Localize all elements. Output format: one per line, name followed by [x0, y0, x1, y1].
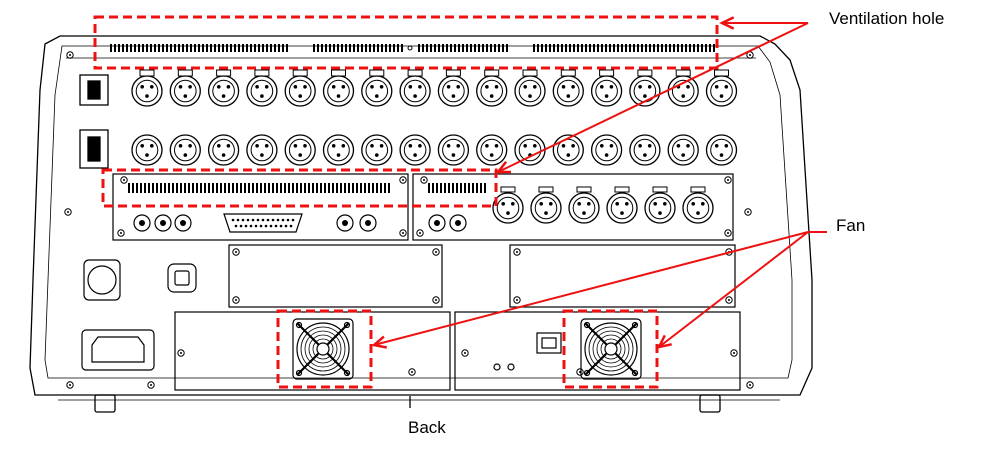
- screw-icon: [416, 229, 424, 237]
- power-switch-icon: [79, 129, 109, 169]
- xlr-connector-icon: [552, 75, 584, 107]
- screw-icon: [576, 368, 584, 376]
- screw-icon: [66, 381, 74, 389]
- xlr-connector-icon: [514, 134, 546, 166]
- xlr-connector-icon: [207, 134, 240, 166]
- d-sub-connector-icon: [223, 213, 303, 233]
- screw-icon: [232, 296, 240, 304]
- xlr-connector-icon: [667, 75, 699, 107]
- screw-icon: [232, 248, 240, 256]
- xlr-card-right: [492, 186, 714, 224]
- xlr-connector-icon: [169, 75, 201, 107]
- xlr-connector-icon: [629, 134, 661, 166]
- foot-right: [699, 394, 721, 413]
- xlr-connector-icon: [322, 134, 355, 166]
- xlr-connector-icon: [606, 192, 638, 224]
- xlr-connector-icon: [667, 134, 699, 166]
- xlr-connector-icon: [399, 134, 431, 166]
- xlr-connector-icon: [552, 134, 584, 166]
- xlr-row-middle: [131, 134, 738, 166]
- bnc-connector-icon: [154, 214, 172, 232]
- ethernet-port-icon: [536, 332, 562, 354]
- xlr-connector-icon: [437, 134, 470, 166]
- xlr-connector-icon: [246, 75, 278, 107]
- xlr-power-connector-icon: [83, 259, 121, 301]
- xlr-connector-icon: [705, 75, 738, 107]
- xlr-connector-icon: [246, 134, 278, 166]
- screw-icon: [177, 349, 185, 357]
- callouts: [93, 15, 827, 389]
- screw-icon: [432, 296, 440, 304]
- xlr-connector-icon: [361, 134, 393, 166]
- xlr-connector-icon: [492, 192, 524, 224]
- screw-icon: [746, 381, 754, 389]
- xlr-connector-icon: [322, 75, 355, 107]
- screw-icon: [724, 176, 732, 184]
- bnc-connector-icon: [359, 214, 377, 232]
- xlr-connector-icon: [437, 75, 470, 107]
- xlr-connector-icon: [476, 134, 508, 166]
- xlr-connector-icon: [399, 75, 431, 107]
- xlr-connector-icon: [131, 75, 163, 107]
- xlr-connector-icon: [705, 134, 738, 166]
- view-caption: Back: [408, 418, 446, 437]
- screw-icon: [64, 208, 72, 216]
- fan-icon: [580, 318, 642, 380]
- xlr-connector-icon: [207, 75, 240, 107]
- xlr-connector-icon: [476, 75, 508, 107]
- screw-icon: [432, 248, 440, 256]
- ventilation-hole-label: Ventilation hole: [829, 9, 945, 28]
- blank-slot-right: [509, 244, 736, 308]
- power-switch-icon: [79, 74, 109, 106]
- xlr-connector-icon: [514, 75, 546, 107]
- chassis-inner-outline: [44, 45, 793, 379]
- screw-icon: [66, 51, 74, 59]
- xlr-connector-icon: [644, 192, 676, 224]
- xlr-connector-icon: [590, 75, 623, 107]
- blank-slot-left: [228, 244, 443, 308]
- top-vent-slots: [110, 44, 715, 52]
- screw-icon: [744, 208, 752, 216]
- screw-icon: [420, 176, 428, 184]
- bnc-connector-icon: [174, 214, 192, 232]
- screw-icon: [513, 248, 521, 256]
- bnc-connector-icon: [133, 214, 151, 232]
- xlr-connector-icon: [131, 134, 163, 166]
- xlr-connector-icon: [590, 134, 623, 166]
- xlr-connector-icon: [284, 75, 316, 107]
- xlr-connector-icon: [361, 75, 393, 107]
- screw-icon: [147, 381, 155, 389]
- xlr-connector-icon: [568, 192, 600, 224]
- screw-icon: [399, 176, 407, 184]
- screw-icon: [461, 349, 469, 357]
- iec-power-inlet-icon: [81, 329, 155, 371]
- xlr-connector-icon: [682, 192, 714, 224]
- square-button: [167, 263, 197, 293]
- screw-icon: [725, 296, 733, 304]
- bnc-connector-icon: [428, 214, 446, 232]
- fan-icon: [292, 318, 354, 380]
- screw-icon: [399, 229, 407, 237]
- bnc-connector-icon: [336, 214, 354, 232]
- xlr-connector-icon: [284, 134, 316, 166]
- screw-icon: [730, 349, 738, 357]
- screw-icon: [408, 368, 416, 376]
- xlr-connector-icon: [169, 134, 201, 166]
- fan-label: Fan: [836, 216, 866, 235]
- chassis-outline: [29, 35, 813, 396]
- xlr-connector-icon: [530, 192, 562, 224]
- screw-icon: [513, 296, 521, 304]
- foot-left: [94, 394, 116, 413]
- screw-icon: [120, 176, 128, 184]
- screw-icon: [724, 229, 732, 237]
- screw-icon: [117, 229, 125, 237]
- bnc-connector-icon: [449, 214, 467, 232]
